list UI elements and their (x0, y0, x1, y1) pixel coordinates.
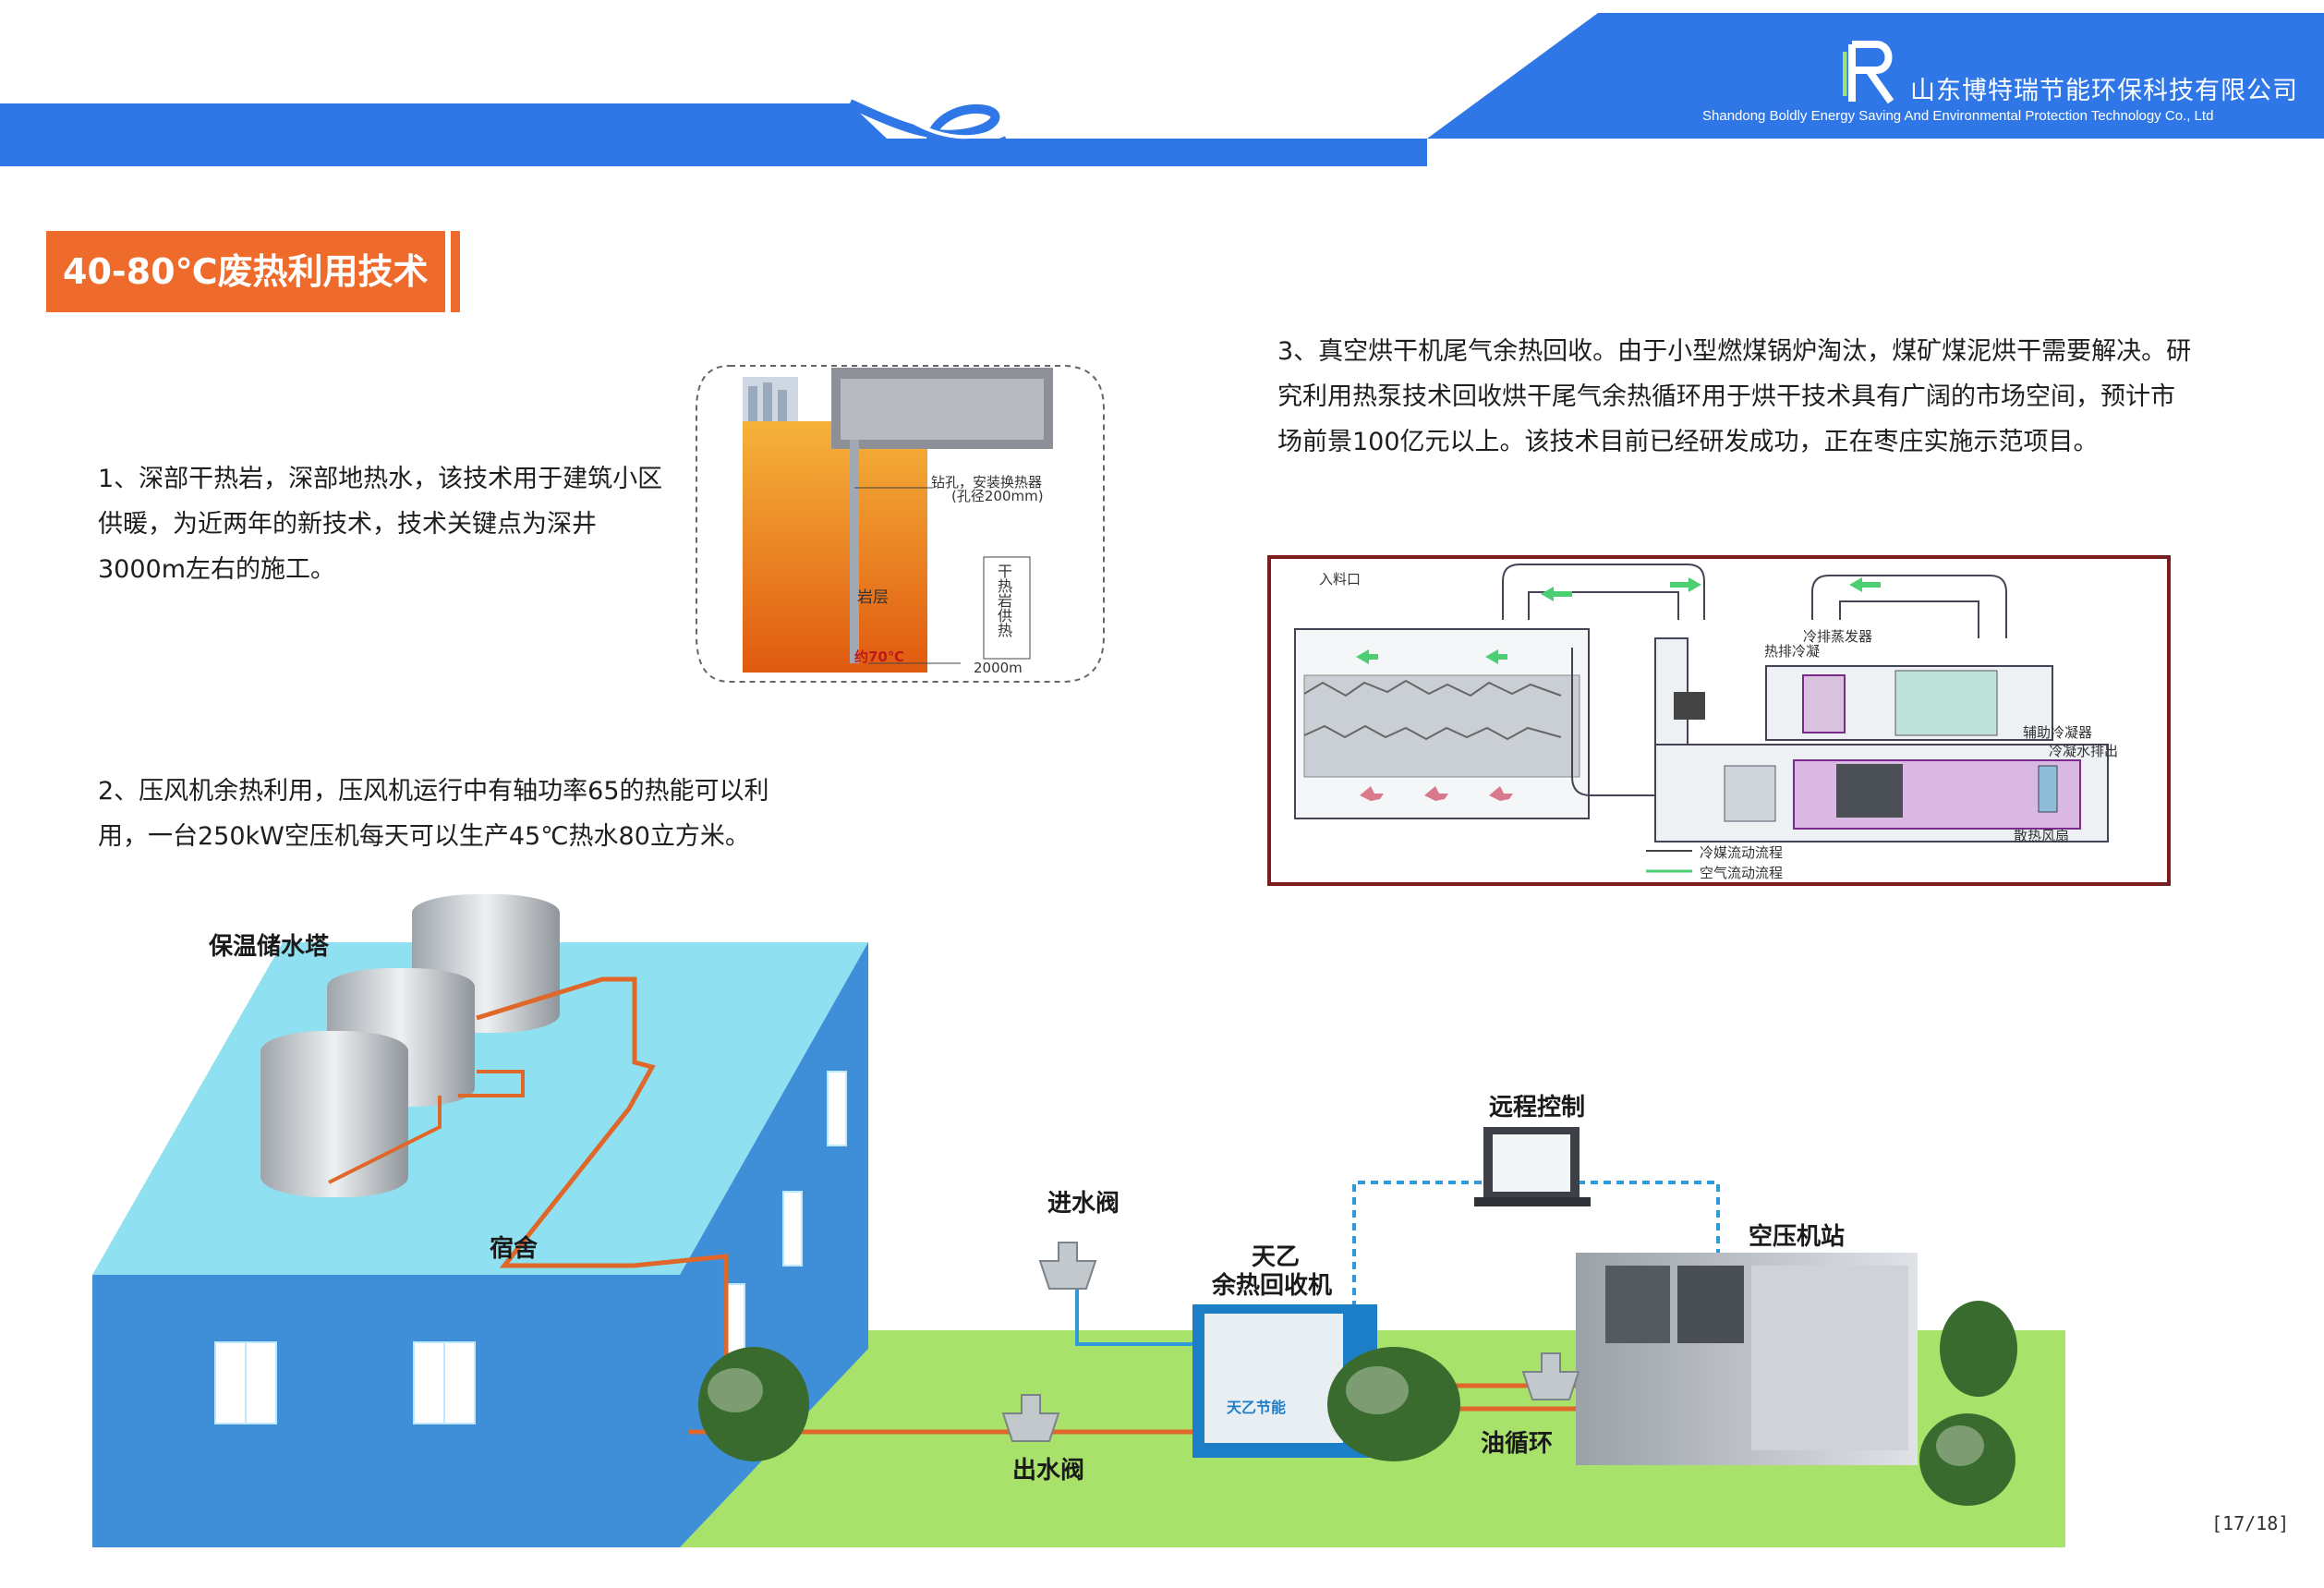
page-number: [17/18] (2211, 1512, 2290, 1534)
section-title: 40-80℃废热利用技术 (46, 231, 445, 312)
item-3-text: 3、真空烘干机尾气余热回收。由于小型燃煤锅炉淘汰，煤矿煤泥烘干需要解决。研究利用… (1277, 337, 2192, 456)
label-outlet-valve: 出水阀 (1012, 1457, 1085, 1485)
geo-side-label: 干热岩供热 (995, 564, 1012, 637)
dryer-legend-1: 冷媒流动流程 (1700, 844, 1784, 861)
dryer-water-out-label: 冷凝水排出 (2049, 743, 2119, 759)
dryer-evaporator-label: 冷排蒸发器 (1803, 628, 1873, 645)
geo-depth-label: 2000m (974, 660, 1023, 676)
geothermal-figure (696, 365, 1105, 683)
dryer-heat-label: 热排冷凝 (1764, 643, 1821, 660)
dryer-aux-label: 辅助冷凝器 (2023, 724, 2093, 741)
geo-rock-label: 岩层 (857, 588, 889, 607)
label-compressor-station: 空压机站 (1749, 1223, 1846, 1251)
geo-drill-label: 钻孔，安装换热器 (931, 474, 1043, 491)
label-recovery-machine-brand: 天乙节能 (1227, 1399, 1287, 1416)
label-oil-circulation: 油循环 (1481, 1430, 1554, 1458)
item-1-text: 1、深部干热岩，深部地热水，该技术用于建筑小区供暖，为近两年的新技术，技术关键点… (98, 465, 663, 584)
company-logo-icon (1843, 41, 1894, 104)
company-name-en: Shandong Boldly Energy Saving And Enviro… (1702, 108, 2214, 124)
label-inlet-valve: 进水阀 (1047, 1190, 1120, 1218)
label-storage-tower: 保温储水塔 (209, 933, 330, 961)
dryer-fan-label: 散热风扇 (2014, 828, 2070, 844)
compressor-scene (92, 894, 2065, 1547)
label-recovery-brand: 天乙 (1252, 1243, 1301, 1271)
section-title-accent (451, 231, 460, 312)
label-dormitory: 宿舍 (490, 1235, 539, 1263)
label-remote-control: 远程控制 (1489, 1094, 1586, 1121)
item-2-text: 2、压风机余热利用，压风机运行中有轴功率65的热能可以利用，一台250kW空压机… (98, 777, 769, 851)
dryer-legend-2: 空气流动流程 (1700, 865, 1784, 881)
dryer-inlet-label: 入料口 (1319, 571, 1362, 588)
geo-temp-label: 约70℃ (854, 649, 905, 665)
geo-drill-sub: (孔径200mm) (951, 488, 1044, 504)
company-name-cn: 山东博特瑞节能环保科技有限公司 (1910, 77, 2298, 105)
label-recovery-machine: 余热回收机 (1212, 1272, 1333, 1300)
dryer-figure (1267, 555, 2171, 886)
